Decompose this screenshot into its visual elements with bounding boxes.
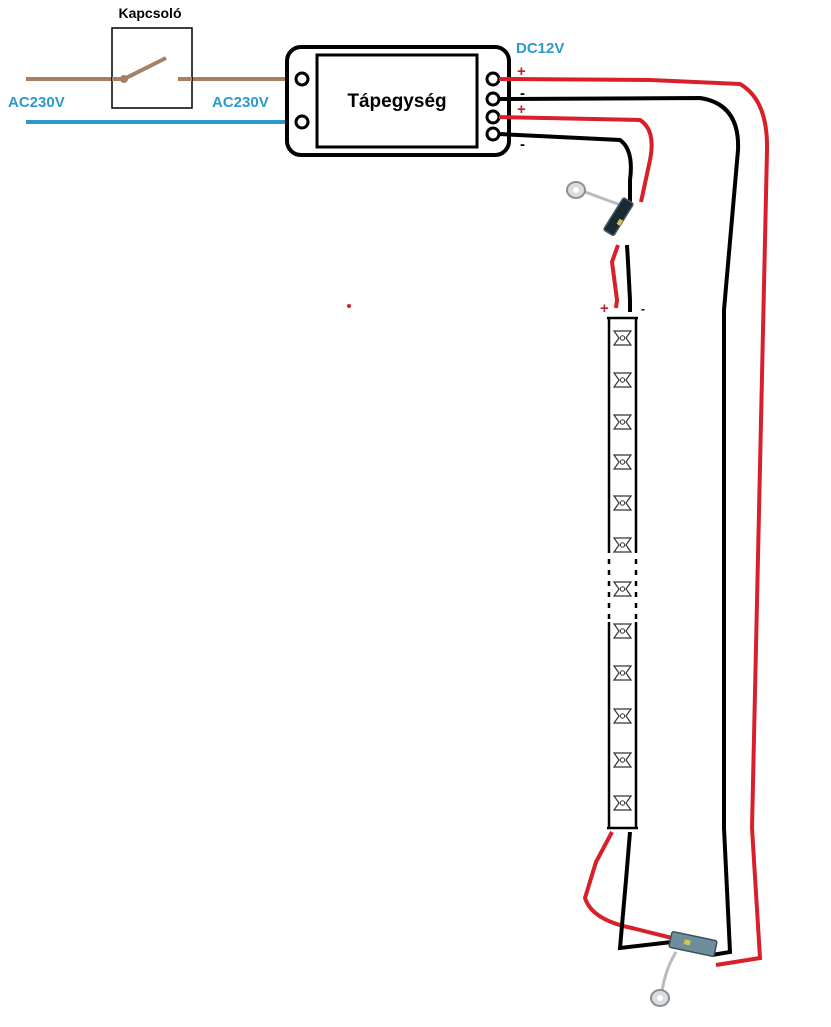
power-supply xyxy=(285,45,511,157)
red-wire-from-strip xyxy=(582,831,673,940)
led-chip-icon xyxy=(612,795,633,811)
led-chip-icon xyxy=(612,454,633,470)
terminal-ac-1 xyxy=(294,71,310,87)
terminal-dc-1 xyxy=(485,71,501,87)
led-chip-icon xyxy=(612,752,633,768)
psu-label: Tápegység xyxy=(347,91,446,112)
black-wire-to-strip xyxy=(625,244,632,312)
red-wire-outer xyxy=(498,77,770,967)
switch-title: Kapcsoló xyxy=(118,5,181,21)
ac-label-left: AC230V xyxy=(8,94,65,111)
led-chip-icon xyxy=(612,414,633,430)
minus-sign-2: - xyxy=(520,136,525,153)
led-chip-icon xyxy=(612,495,633,511)
touch-sensor-icon xyxy=(650,931,718,1007)
strip-plus-sign: + xyxy=(600,300,609,317)
black-wire-outer xyxy=(498,95,741,957)
led-chip-icon xyxy=(612,581,633,597)
dc-label: DC12V xyxy=(516,40,564,57)
touch-sensor-icon xyxy=(566,181,634,236)
led-chip-icon xyxy=(612,537,633,553)
led-chip-icon xyxy=(612,372,633,388)
black-wire-inner xyxy=(498,132,633,202)
terminal-ac-2 xyxy=(294,114,310,130)
led-chip-icon xyxy=(612,665,633,681)
plus-sign-2: + xyxy=(517,101,526,118)
red-dot xyxy=(347,304,351,308)
ac-label-right: AC230V xyxy=(212,94,269,111)
plus-sign-1: + xyxy=(517,63,526,80)
led-chip-icon xyxy=(612,330,633,346)
red-wire-to-strip xyxy=(609,244,620,309)
strip-minus-sign: - xyxy=(641,302,645,316)
led-strip xyxy=(607,316,638,830)
minus-sign-1: - xyxy=(520,85,525,102)
terminal-dc-2 xyxy=(485,91,501,107)
red-wire-inner xyxy=(498,115,654,203)
terminal-dc-3 xyxy=(485,109,501,125)
led-chip-icon xyxy=(612,708,633,724)
terminal-dc-4 xyxy=(485,126,501,142)
black-wire-from-strip xyxy=(617,831,673,951)
led-chip-icon xyxy=(612,623,633,639)
switch-icon xyxy=(111,27,193,109)
